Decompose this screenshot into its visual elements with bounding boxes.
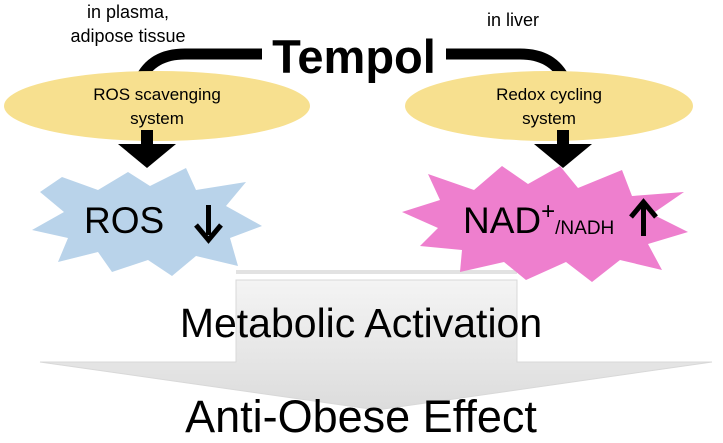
nad-main: NAD (463, 200, 541, 241)
left-location-line2: adipose tissue (70, 26, 185, 46)
ros-scavenging-ellipse (4, 71, 310, 141)
nad-burst (402, 166, 688, 282)
big-down-arrow (39, 270, 713, 411)
left-location-line1: in plasma, (87, 2, 169, 22)
metabolic-activation-label: Metabolic Activation (180, 300, 542, 346)
ros-burst (32, 168, 262, 276)
right-down-arrow (534, 130, 592, 168)
ros-scavenging-label-line2: system (130, 109, 184, 128)
redox-cycling-ellipse (405, 71, 693, 141)
left-down-arrow (118, 130, 176, 168)
up-arrow-icon (629, 198, 658, 236)
redox-cycling-label-line1: Redox cycling (496, 85, 602, 104)
down-arrow-icon (194, 205, 223, 244)
anti-obese-effect-label: Anti-Obese Effect (185, 391, 537, 442)
nad-label: NAD+/NADH (463, 198, 614, 241)
nadh-label: /NADH (555, 218, 614, 239)
tempol-title: Tempol (272, 30, 436, 83)
right-location: in liver (487, 10, 539, 30)
ros-label: ROS (84, 200, 164, 241)
ros-scavenging-label-line1: ROS scavenging (93, 85, 221, 104)
nad-superscript: + (541, 198, 555, 225)
redox-cycling-label-line2: system (522, 109, 576, 128)
